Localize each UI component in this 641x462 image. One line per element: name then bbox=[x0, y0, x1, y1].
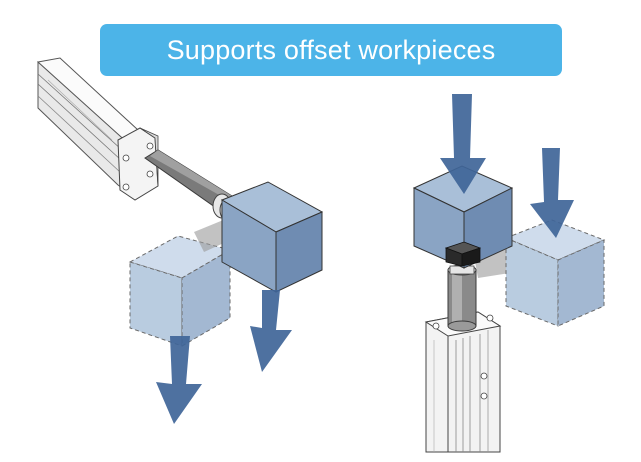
force-arrow-icon bbox=[156, 336, 202, 424]
gripper-block-right bbox=[444, 241, 482, 267]
force-arrow-icon bbox=[250, 290, 292, 372]
left-scene bbox=[36, 57, 324, 424]
workpiece-cube-left bbox=[220, 181, 324, 293]
force-arrow-icon bbox=[530, 148, 574, 238]
force-arrow-icon bbox=[440, 94, 486, 194]
vertical-piston-rod bbox=[447, 264, 477, 332]
title-banner: Supports offset workpieces bbox=[100, 24, 562, 76]
offset-workpiece-ghost-right bbox=[504, 219, 606, 327]
vertical-actuator-body bbox=[424, 311, 502, 453]
horizontal-actuator-body bbox=[36, 57, 159, 201]
offset-workpiece-ghost-left bbox=[128, 235, 232, 347]
right-scene bbox=[412, 94, 606, 453]
banner-title: Supports offset workpieces bbox=[166, 34, 496, 65]
